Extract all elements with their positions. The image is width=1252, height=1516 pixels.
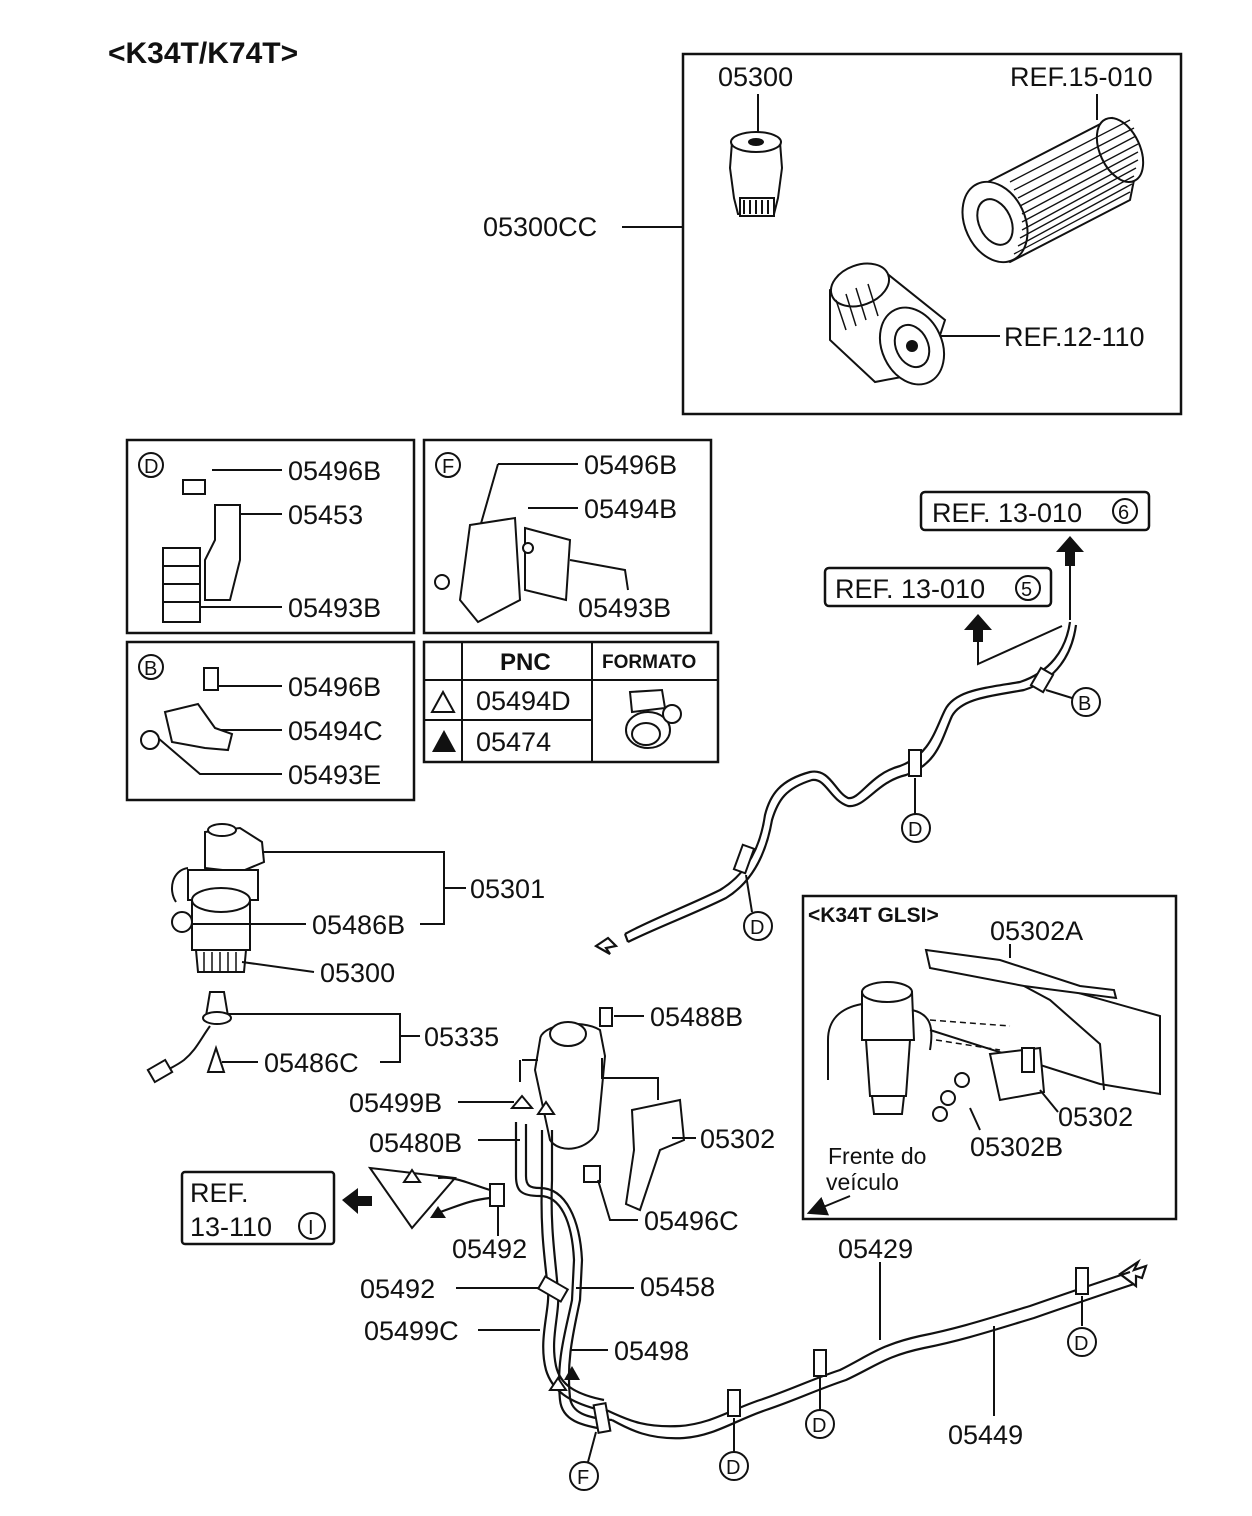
- hose-clamp-icon: [625, 688, 682, 749]
- ref-13-010-5-box: REF. 13-010 5: [823, 566, 1053, 608]
- clamp-bracket-f-icon: [434, 516, 572, 624]
- pnc-table: PNC FORMATO 05494D 05474: [422, 640, 720, 764]
- air-filter-cartridge-icon: [961, 116, 1145, 264]
- pipe-marker-f: F: [569, 1461, 599, 1491]
- lower-fuel-line: [587, 1258, 1148, 1463]
- formato-header: FORMATO: [602, 652, 696, 673]
- marker-d-text: D: [726, 1457, 740, 1479]
- ref-13-010-6-box: REF. 13-010 6: [919, 490, 1151, 532]
- ref1-circle: I: [308, 1217, 314, 1239]
- pipe-marker-d2: D: [743, 911, 773, 941]
- detail-b-box: B 05496B 05494C 05493E: [125, 640, 416, 802]
- pipe-marker-d1: D: [901, 813, 931, 843]
- label-05429: 05429: [838, 1234, 913, 1264]
- label-05498: 05498: [614, 1336, 689, 1366]
- detail-b-label-2: 05494C: [288, 716, 383, 746]
- label-05499b: 05499B: [349, 1088, 442, 1118]
- diagram-title: <K34T/K74T>: [108, 37, 298, 70]
- detail-b-label-3: 05493E: [288, 760, 381, 790]
- detail-f-box: F 05496B 05494B 05493B: [422, 438, 713, 635]
- clamp-bracket-d-icon: [162, 479, 241, 623]
- left-arrow-icon: [342, 1188, 372, 1214]
- detail-d-letter: D: [144, 456, 158, 478]
- ref6-circle-number: 6: [1118, 502, 1129, 524]
- pipe-marker-d4: D: [805, 1409, 835, 1439]
- pipe-marker-b: B: [1071, 687, 1101, 717]
- ref1-line1: REF.: [190, 1178, 249, 1208]
- glsi-label-05302b: 05302B: [970, 1132, 1063, 1162]
- marker-d-text: D: [750, 917, 764, 939]
- up-arrow-icon: [964, 614, 992, 642]
- pnc-header: PNC: [500, 649, 551, 676]
- label-ref-15-010: REF.15-010: [1010, 62, 1153, 92]
- label-05488b: 05488B: [650, 1002, 743, 1032]
- glsi-title: <K34T GLSI>: [808, 904, 939, 927]
- label-05300-kit: 05300: [718, 62, 793, 92]
- detail-d-box: D 05496B 05453 05493B: [125, 438, 416, 635]
- clamp-bracket-b-icon: [140, 667, 234, 752]
- pnc-row-1: 05494D: [476, 686, 571, 716]
- label-05480b: 05480B: [369, 1128, 462, 1158]
- detail-f-label-2: 05494B: [584, 494, 677, 524]
- open-triangle-icon: [430, 689, 456, 713]
- glsi-front-line2: veículo: [826, 1169, 899, 1195]
- marker-d-text: D: [1074, 1333, 1088, 1355]
- marker-d-text: D: [812, 1415, 826, 1437]
- marker-d-text: D: [908, 819, 922, 841]
- oil-filter-icon: [829, 262, 947, 386]
- marker-f-text: F: [577, 1467, 589, 1489]
- detail-f-label-3: 05493B: [578, 593, 671, 623]
- label-05492-lower: 05492: [360, 1274, 435, 1304]
- glsi-label-05302a: 05302A: [990, 916, 1083, 946]
- detail-d-label-3: 05493B: [288, 593, 381, 623]
- detail-d-label-1: 05496B: [288, 456, 381, 486]
- fuel-filter-assembly: [146, 823, 266, 1084]
- label-05458: 05458: [640, 1272, 715, 1302]
- fuel-separator-tank: [509, 1007, 686, 1212]
- pipe-marker-d3: D: [719, 1451, 749, 1481]
- ref1-line2: 13-110: [190, 1212, 272, 1242]
- label-ref-12-110: REF.12-110: [1004, 322, 1145, 352]
- ref5-text: REF. 13-010: [835, 574, 985, 604]
- marker-b-text: B: [1078, 693, 1091, 715]
- label-05449: 05449: [948, 1420, 1023, 1450]
- filled-triangle-icon: [432, 730, 456, 752]
- detail-f-label-1: 05496B: [584, 450, 677, 480]
- label-05335: 05335: [424, 1022, 499, 1052]
- glsi-inset-box: <K34T GLSI> 05302A 05302 05302B Frente d…: [801, 894, 1178, 1221]
- pipe-marker-d5: D: [1067, 1327, 1097, 1357]
- ref5-circle-number: 5: [1021, 579, 1032, 601]
- ref6-text: REF. 13-010: [932, 498, 1082, 528]
- label-05496c: 05496C: [644, 1206, 739, 1236]
- label-05300cc: 05300CC: [483, 212, 597, 242]
- label-05486b: 05486B: [312, 910, 405, 940]
- label-05301: 05301: [470, 874, 545, 904]
- detail-b-letter: B: [144, 658, 157, 680]
- detail-b-label-1: 05496B: [288, 672, 381, 702]
- fuel-filter-element-icon: [728, 131, 784, 217]
- upper-fuel-line: [593, 621, 1078, 955]
- label-05486c: 05486C: [264, 1048, 359, 1078]
- label-05499c: 05499C: [364, 1316, 459, 1346]
- label-05302-tank: 05302: [700, 1124, 775, 1154]
- ref-13-110-box: REF. 13-110 I: [180, 1170, 336, 1246]
- pnc-row-2: 05474: [476, 727, 551, 757]
- detail-f-letter: F: [442, 456, 454, 478]
- up-arrow-icon: [1056, 536, 1084, 566]
- label-05300: 05300: [320, 958, 395, 988]
- glsi-label-05302: 05302: [1058, 1102, 1133, 1132]
- filter-kit-box: 05300 REF.15-010 REF.12-110 05300CC: [483, 52, 1183, 416]
- glsi-front-line1: Frente do: [828, 1143, 926, 1169]
- label-05492-upper: 05492: [452, 1234, 527, 1264]
- detail-d-label-2: 05453: [288, 500, 363, 530]
